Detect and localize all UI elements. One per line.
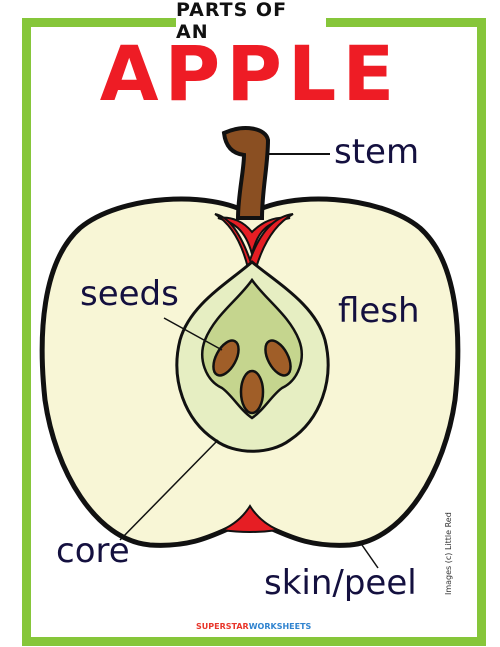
label-stem: stem xyxy=(334,132,420,172)
label-flesh: flesh xyxy=(338,291,420,331)
apple-stem xyxy=(221,126,271,220)
leader-core xyxy=(119,439,219,541)
brand-part1: SUPERSTAR xyxy=(196,622,249,631)
apple-skin-bottom xyxy=(218,504,282,533)
label-seeds: seeds xyxy=(80,274,179,314)
brand-part2: WORKSHEETS xyxy=(248,622,312,631)
image-credit: Images (c) Little Red xyxy=(444,512,453,595)
seed-bottom xyxy=(239,369,265,415)
label-skin-peel: skin/peel xyxy=(264,563,417,603)
brand-logo: SUPERSTARWORKSHEETS xyxy=(196,620,311,634)
leader-skin xyxy=(361,544,379,569)
apple-skin-top xyxy=(217,216,291,255)
label-core: core xyxy=(56,531,130,571)
seed-right xyxy=(264,339,292,377)
poster-title: APPLE xyxy=(99,29,401,118)
leader-seeds xyxy=(163,317,223,351)
